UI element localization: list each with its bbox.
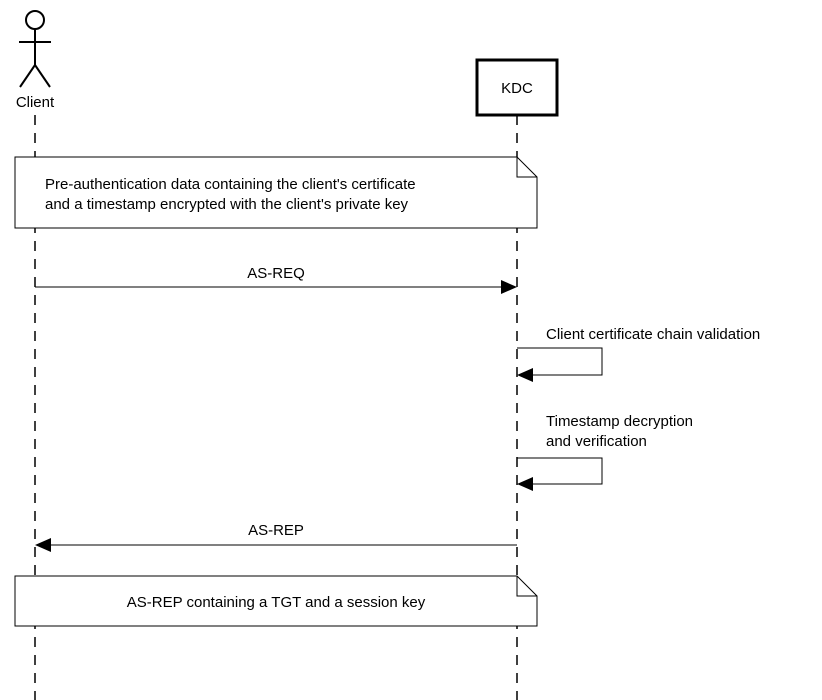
- pre-auth-note-line-2: and a timestamp encrypted with the clien…: [45, 196, 409, 213]
- as-req-arrowhead-icon: [501, 280, 517, 294]
- timestamp-check-message: Timestamp decryption and verification: [517, 413, 693, 491]
- cert-validation-message: Client certificate chain validation: [517, 326, 760, 382]
- cert-validation-label: Client certificate chain validation: [546, 326, 760, 343]
- as-rep-arrowhead-icon: [35, 538, 51, 552]
- pre-auth-note: Pre-authentication data containing the c…: [14, 156, 538, 229]
- kdc-label: KDC: [501, 80, 533, 97]
- client-label: Client: [16, 94, 55, 111]
- as-rep-note: AS-REP containing a TGT and a session ke…: [14, 575, 538, 627]
- client-actor-icon: [19, 10, 51, 88]
- timestamp-check-label-line-2: and verification: [546, 433, 647, 450]
- as-rep-label: AS-REP: [248, 522, 304, 539]
- as-rep-message: AS-REP: [35, 522, 517, 552]
- as-rep-note-text: AS-REP containing a TGT and a session ke…: [127, 594, 426, 611]
- timestamp-check-arrowhead-icon: [517, 477, 533, 491]
- timestamp-check-label-line-1: Timestamp decryption: [546, 413, 693, 430]
- kdc-box: [475, 58, 559, 117]
- cert-validation-arrowhead-icon: [517, 368, 533, 382]
- as-req-label: AS-REQ: [247, 265, 305, 282]
- as-req-message: AS-REQ: [35, 265, 517, 294]
- pre-auth-note-line-1: Pre-authentication data containing the c…: [45, 176, 416, 193]
